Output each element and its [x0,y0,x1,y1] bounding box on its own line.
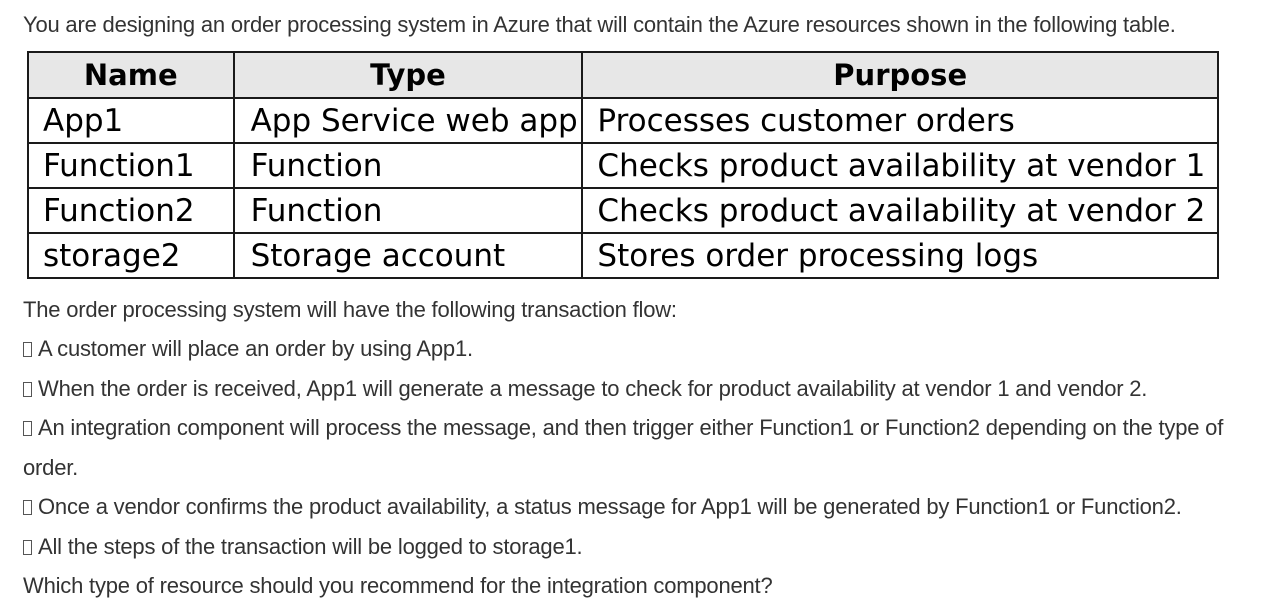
bullet-item: When the order is received, App1 will ge… [23,375,1147,403]
cell-name: Function2 [27,187,235,234]
question-text: Which type of resource should you recomm… [23,573,773,598]
cell-type: App Service web app [232,97,584,144]
table-row: Function2 Function Checks product availa… [27,187,1219,234]
cell-purpose: Processes customer orders [581,97,1219,144]
table-header-row: Name Type Purpose [27,51,1219,99]
column-header-name: Name [27,51,235,99]
table-row: storage2 Storage account Stores order pr… [27,232,1219,279]
missing-glyph-icon [23,421,32,436]
bullet-item: A customer will place an order by using … [23,335,473,363]
missing-glyph-icon [23,500,32,515]
bullet-text: A customer will place an order by using … [38,336,473,361]
table-row: App1 App Service web app Processes custo… [27,97,1219,144]
cell-name: storage2 [27,232,235,279]
bullet-text: All the steps of the transaction will be… [38,534,583,559]
cell-purpose: Checks product availability at vendor 2 [581,187,1219,234]
bullet-text: An integration component will process th… [38,415,1224,440]
bullet-item: Once a vendor confirms the product avail… [23,493,1182,521]
bullet-item: All the steps of the transaction will be… [23,533,583,561]
column-header-type: Type [232,51,584,99]
bullet-text: When the order is received, App1 will ge… [38,376,1148,401]
table-row: Function1 Function Checks product availa… [27,142,1219,189]
bullet-continuation: order. [23,455,79,480]
bullet-text: Once a vendor confirms the product avail… [38,494,1182,519]
missing-glyph-icon [23,540,32,555]
missing-glyph-icon [23,382,32,397]
missing-glyph-icon [23,342,32,357]
resources-table: Name Type Purpose App1 App Service web a… [27,51,1219,279]
cell-name: App1 [27,97,235,144]
cell-purpose: Checks product availability at vendor 1 [581,142,1219,189]
cell-type: Function [232,187,584,234]
cell-name: Function1 [27,142,235,189]
bullet-item: An integration component will process th… [23,414,1223,442]
cell-type: Storage account [232,232,584,279]
cell-purpose: Stores order processing logs [581,232,1219,279]
column-header-purpose: Purpose [581,51,1219,99]
cell-type: Function [232,142,584,189]
intro-text: You are designing an order processing sy… [23,12,1176,37]
flow-intro-text: The order processing system will have th… [23,297,677,322]
